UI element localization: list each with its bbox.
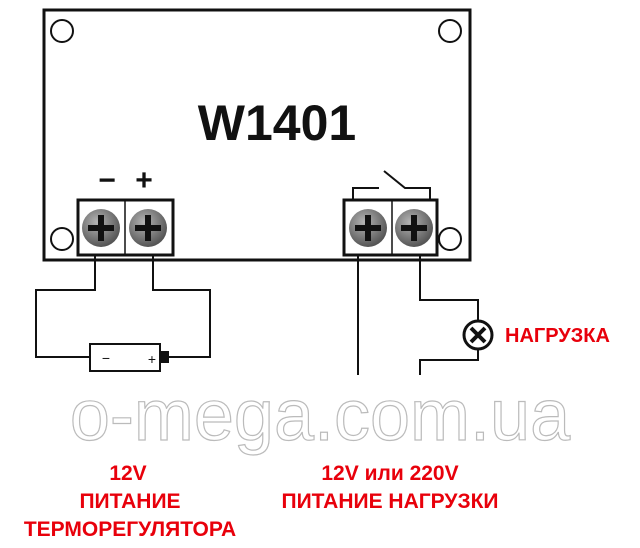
svg-text:−: − (102, 350, 110, 366)
battery-icon: − + (89, 343, 169, 372)
mounting-holes (50, 19, 462, 251)
controller-power-label: ПИТАНИЕ (79, 490, 180, 513)
controller-power-label-2: ТЕРМОРЕГУЛЯТОРА (24, 518, 236, 541)
screw-icon (349, 209, 387, 247)
relay-terminal-block (342, 198, 439, 257)
svg-text:+: + (148, 351, 156, 367)
load-power-label: ПИТАНИЕ НАГРУЗКИ (281, 490, 498, 513)
wires (35, 256, 479, 375)
lamp-icon (462, 319, 494, 351)
screw-icon (129, 209, 167, 247)
screw-icon (395, 209, 433, 247)
load-voltage-label: 12V или 220V (321, 462, 458, 485)
plus-sign: + (135, 164, 153, 197)
load-label: НАГРУЗКА (505, 325, 610, 347)
watermark: o-mega.com.ua (70, 376, 571, 456)
screw-icon (82, 209, 120, 247)
board-title: W1401 (198, 95, 356, 151)
minus-sign: − (98, 164, 116, 197)
controller-voltage-label: 12V (109, 462, 146, 485)
relay-switch-icon (352, 170, 431, 200)
power-terminal-block (76, 198, 175, 257)
